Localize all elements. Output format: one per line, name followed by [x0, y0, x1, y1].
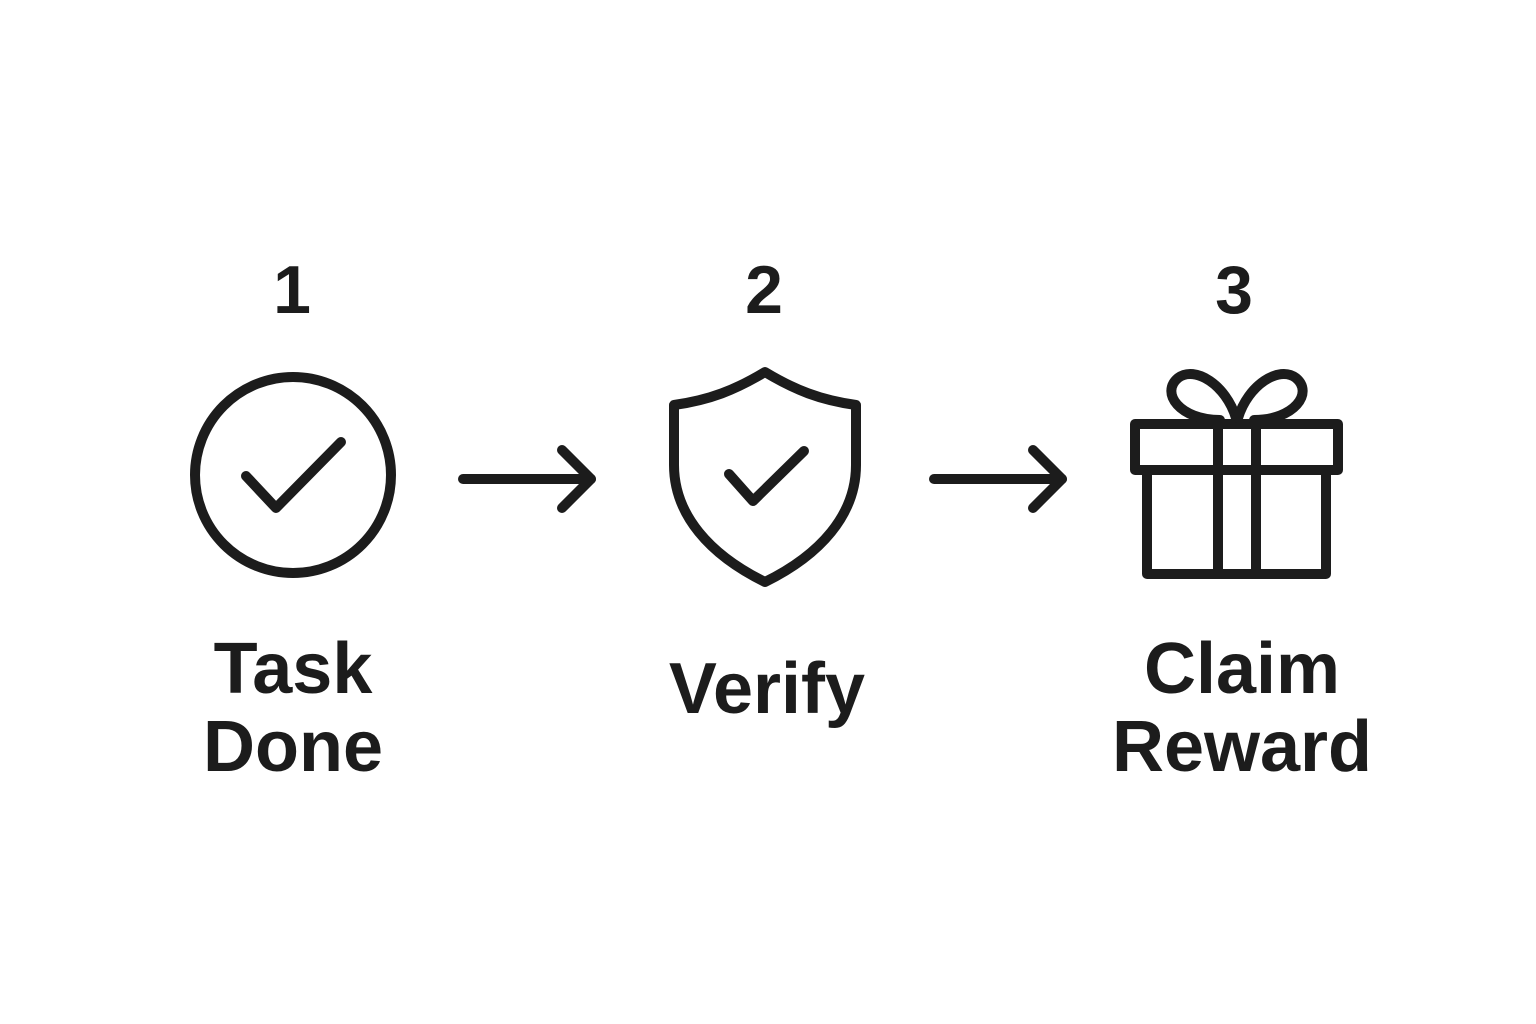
step-2-label: Verify	[668, 649, 866, 729]
step-2-number: 2	[745, 252, 783, 328]
step-3-number: 3	[1215, 252, 1253, 328]
check-circle-icon	[190, 372, 396, 578]
gift-icon	[1130, 369, 1343, 579]
step-1-label: Task Done	[203, 629, 383, 787]
arrow-right-icon	[929, 445, 1067, 513]
step-3-label: Claim Reward	[1111, 629, 1373, 787]
shield-check-icon	[669, 367, 861, 587]
step-1-number: 1	[273, 252, 311, 328]
arrow-right-icon	[458, 445, 596, 513]
